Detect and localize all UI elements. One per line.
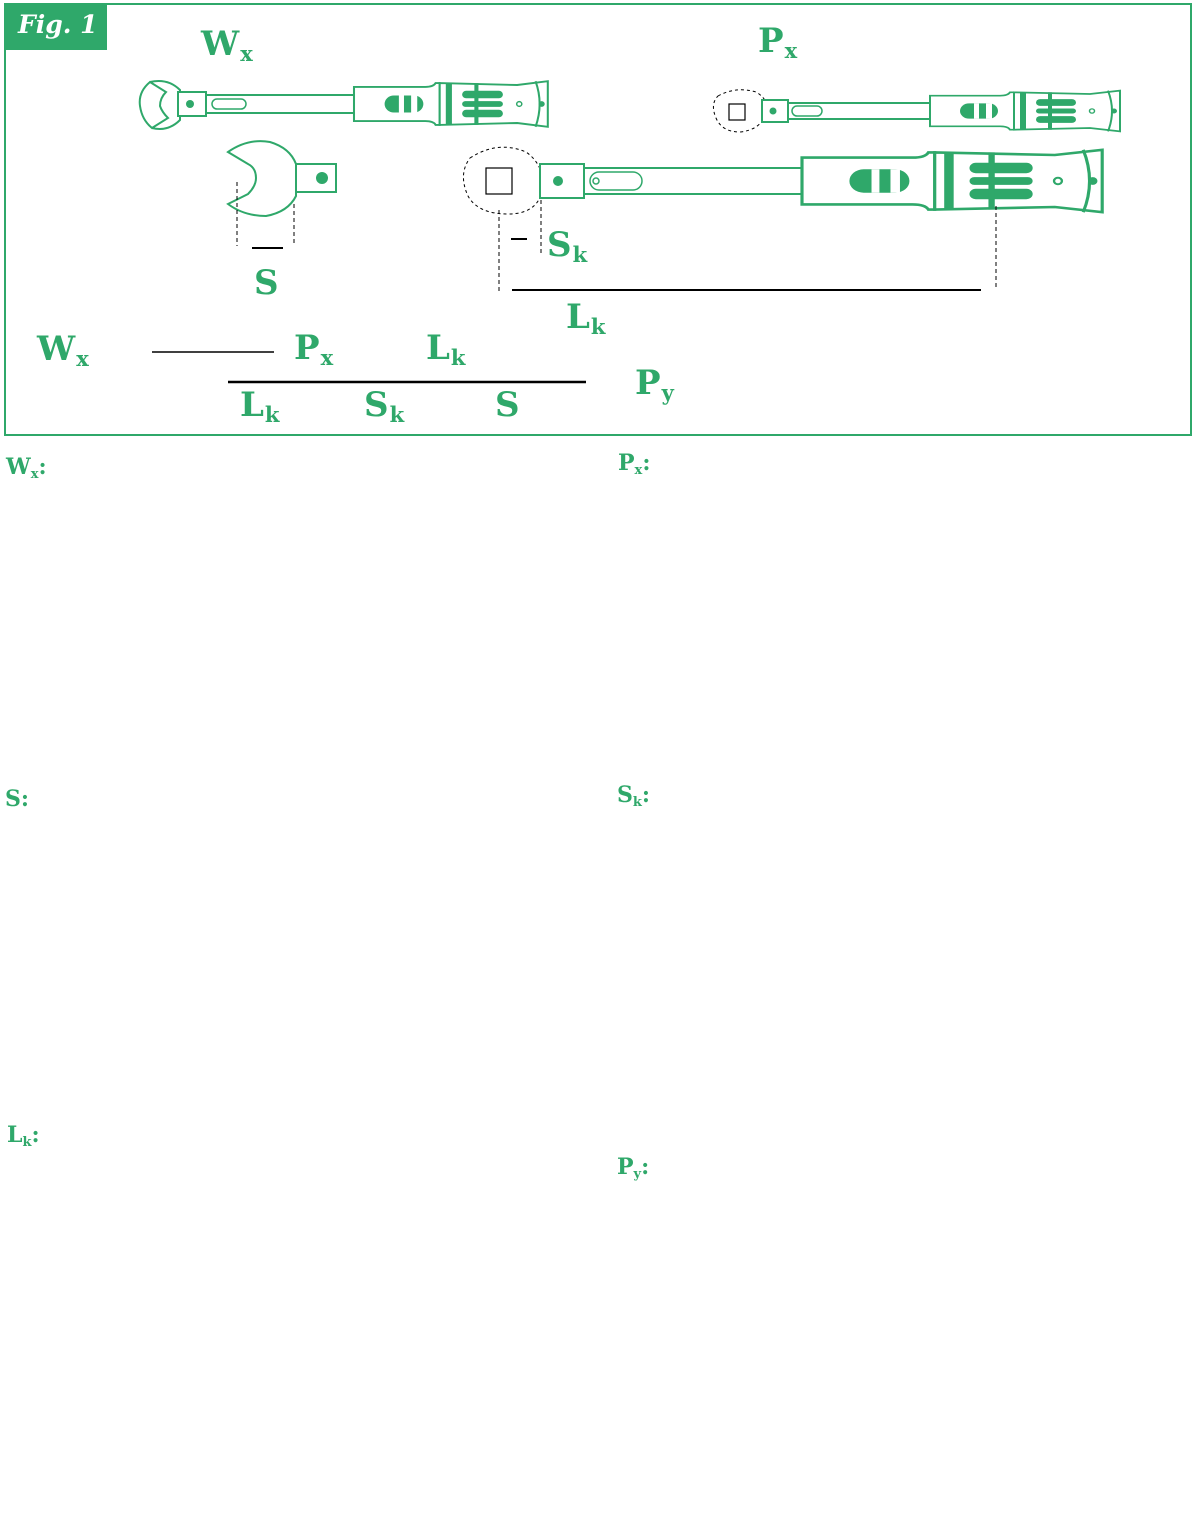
formula-py: Py bbox=[635, 363, 674, 405]
label-sk: Sk bbox=[547, 225, 588, 267]
definition-sk: Sk: bbox=[617, 782, 651, 810]
definition-s: S: bbox=[5, 786, 30, 812]
figure-tag-label: Fig. 1 bbox=[18, 10, 98, 39]
square-drive-wrench-small-icon bbox=[712, 89, 1121, 133]
label-s: S bbox=[254, 263, 279, 303]
definition-px: Px: bbox=[618, 450, 651, 478]
formula-den-lk: Lk bbox=[240, 385, 280, 427]
figure-frame bbox=[4, 3, 1192, 436]
label-wx: Wx bbox=[201, 24, 253, 66]
formula-wx: Wx bbox=[37, 329, 89, 371]
square-drive-wrench-large-icon bbox=[463, 146, 1104, 294]
formula-lk: Lk bbox=[426, 328, 466, 370]
formula-px: Px bbox=[294, 328, 334, 370]
label-px: Px bbox=[758, 21, 798, 63]
open-end-insert-wrench-icon bbox=[138, 80, 549, 130]
formula-den-s: S bbox=[495, 385, 520, 425]
formula-den-sk: Sk bbox=[364, 385, 405, 427]
label-lk: Lk bbox=[566, 297, 606, 339]
definition-lk: Lk: bbox=[7, 1122, 40, 1150]
open-end-insert-icon bbox=[226, 140, 337, 249]
definition-wx: Wx: bbox=[6, 454, 47, 482]
figure-tag: Fig. 1 bbox=[4, 3, 107, 50]
definition-py: Py: bbox=[617, 1154, 650, 1182]
wrench-illustrations bbox=[138, 80, 1121, 384]
